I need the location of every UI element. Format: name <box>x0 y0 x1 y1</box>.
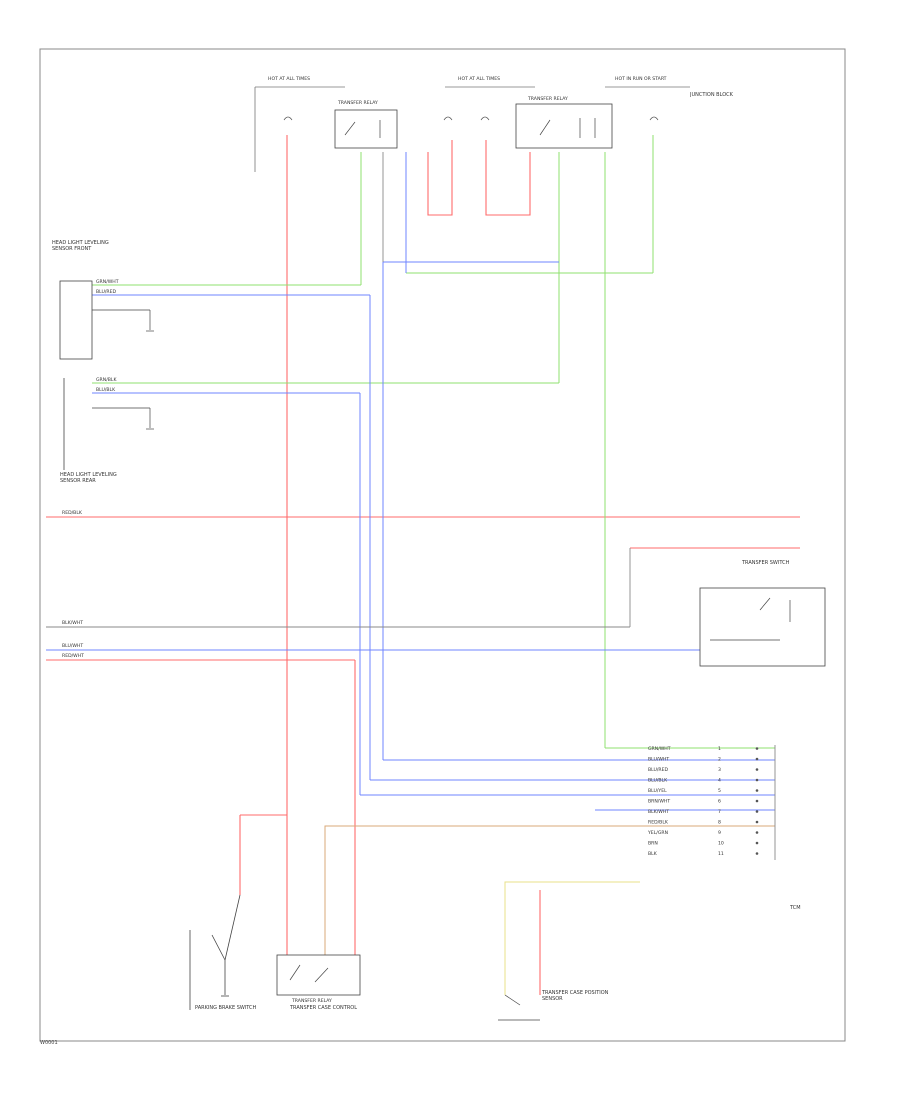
connector-wire-label: BLU/WHT <box>648 757 669 763</box>
hot-at-all-times-mid: HOT AT ALL TIMES <box>458 76 500 82</box>
bottom-center-relay-box <box>276 954 361 996</box>
right-mid-switch-contacts <box>710 597 791 641</box>
connector-pin-dot <box>755 820 759 824</box>
fuses <box>283 116 659 121</box>
left-upper-sensor-ground <box>92 309 154 332</box>
connector-wire-label: BLU/YEL <box>648 788 667 794</box>
right-mid-switch-box <box>699 587 826 667</box>
right-mid-switch-label: TRANSFER SWITCH <box>742 560 790 566</box>
bottom-center-caption: TRANSFER CASE CONTROL <box>290 1005 358 1011</box>
yellow-wires <box>504 881 640 995</box>
connector-wire-label: GRN/WHT <box>648 746 671 752</box>
connector-pin-label: 8 <box>718 820 721 826</box>
wire-label-red-lower: RED/WHT <box>62 653 84 659</box>
wire-label-blu-left2: BLU/BLK <box>96 387 116 393</box>
connector-pin-dot <box>755 768 759 771</box>
connector-pin-dot <box>755 789 759 792</box>
relay-left-box <box>334 109 398 149</box>
diagram-code: W0001 <box>40 1040 58 1046</box>
bottom-right-sensor-label: TRANSFER CASE POSITION SENSOR <box>542 990 609 1003</box>
green-wires <box>92 135 775 749</box>
bottom-left-switch-label: PARKING BRAKE SWITCH <box>195 1005 257 1011</box>
connector-pin-dot <box>755 757 759 761</box>
connector-pin-dot <box>755 810 759 813</box>
right-top-device-label: JUNCTION BLOCK <box>690 92 733 98</box>
relay-left-label: TRANSFER RELAY <box>337 100 378 106</box>
connector-pin-label: 3 <box>718 767 721 773</box>
connector-pin-label: 4 <box>718 778 721 784</box>
wire-label-red-long: RED/BLK <box>62 510 83 516</box>
connector-wire-label: BLU/BLK <box>648 778 668 784</box>
connector-pin-dot <box>755 852 759 855</box>
connector-wire-label: BLK/WHT <box>648 809 669 815</box>
connector-pin-dot <box>755 778 759 782</box>
connector-pin-dot <box>755 747 759 750</box>
bottom-center-relay-contacts <box>289 964 329 983</box>
wire-label-grn-left2: GRN/BLK <box>96 377 117 383</box>
wire-label-blu-long: BLU/WHT <box>62 643 83 649</box>
connector-wire-label: BLU/RED <box>648 767 668 773</box>
connector-pin-label: 1 <box>718 746 721 752</box>
relay-right-label: TRANSFER RELAY <box>527 96 568 102</box>
connector-pin-label: 10 <box>718 841 724 847</box>
wire-label-blk-long: BLK/WHT <box>62 620 83 626</box>
connector-pin-dot <box>755 799 759 803</box>
connector-pin-dot <box>755 831 759 834</box>
bottom-right-sensor <box>498 994 540 1021</box>
connector-wire-label: BRN/WHT <box>648 799 670 805</box>
hot-in-run-start: HOT IN RUN OR START <box>615 76 667 82</box>
brown-wire <box>324 825 775 955</box>
connector-pin-label: 11 <box>718 851 724 857</box>
left-upper-sensor-label: HEAD LIGHT LEVELING SENSOR FRONT <box>52 240 109 253</box>
bottom-center-relay-label: TRANSFER RELAY <box>291 998 332 1004</box>
connector-pin-dot <box>755 841 759 845</box>
gray-wires <box>46 152 776 860</box>
wire-label-grn-left: GRN/WHT <box>96 279 119 285</box>
red-wire-main <box>46 135 800 995</box>
wire-label-blu-left: BLU/RED <box>96 289 116 295</box>
hot-at-all-times-left: HOT AT ALL TIMES <box>268 76 310 82</box>
connector-wire-label: BLK <box>648 851 658 857</box>
module-caption: TCM <box>790 905 801 911</box>
diagram-border <box>39 48 846 1042</box>
left-upper-sensor-box <box>59 280 93 360</box>
connector-pin-label: 7 <box>718 809 721 815</box>
relay-right-box <box>515 103 613 149</box>
connector-pin-label: 5 <box>718 788 721 794</box>
connector-wire-label: RED/BLK <box>648 820 669 826</box>
connector-pin-label: 2 <box>718 757 721 763</box>
relay-contacts <box>344 118 596 138</box>
connector-wire-label: BRN <box>648 841 658 847</box>
left-lower-sensor-ground <box>92 407 154 430</box>
blue-wires <box>46 152 775 811</box>
bottom-left-switch <box>189 894 241 1010</box>
connector-wire-label: YEL/GRN <box>647 830 668 836</box>
top-power-feeds <box>254 86 690 172</box>
connector-pin-label: 6 <box>718 799 721 805</box>
connector-pin-label: 9 <box>718 830 721 836</box>
left-lower-sensor-label: HEAD LIGHT LEVELING SENSOR REAR <box>60 472 117 485</box>
